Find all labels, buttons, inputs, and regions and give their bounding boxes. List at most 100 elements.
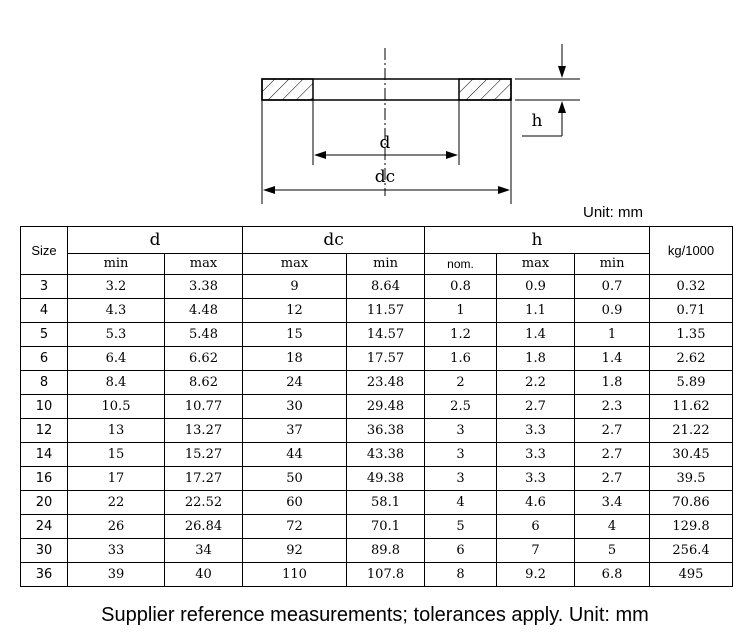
h-nom-cell: 8	[424, 562, 498, 587]
weight-cell: 129.8	[649, 514, 734, 539]
dc-min-cell: 29.48	[346, 394, 426, 419]
h-max-header: max	[496, 253, 576, 275]
size-cell: 5	[20, 322, 68, 347]
d-min-cell: 39	[67, 562, 165, 587]
d-max-cell: 26.84	[163, 514, 244, 539]
dc-max-cell: 60	[242, 490, 348, 515]
dc-min-cell: 58.1	[346, 490, 426, 515]
weight-cell: 39.5	[649, 466, 734, 491]
d-max-cell: 10.77	[163, 394, 244, 419]
h-min-cell: 1.8	[574, 370, 651, 395]
h-nom-cell: 4	[424, 490, 498, 515]
h-min-header: min	[574, 253, 651, 275]
unit-label: Unit: mm	[583, 204, 643, 221]
arrowhead	[498, 186, 510, 194]
dc-min-cell: 14.57	[346, 322, 426, 347]
dc-max-cell: 110	[242, 562, 348, 587]
d-min-cell: 26	[67, 514, 165, 539]
h-nom-cell: 3	[424, 418, 498, 443]
weight-header: kg/1000	[649, 226, 734, 275]
h-nom-cell: 0.8	[424, 274, 498, 299]
h-min-cell: 3.4	[574, 490, 651, 515]
table-sub-header-row: min max max min nom. max min	[21, 253, 733, 275]
h-min-cell: 4	[574, 514, 651, 539]
d-min-cell: 15	[67, 442, 165, 467]
h-max-cell: 1.4	[496, 322, 576, 347]
dc-min-cell: 17.57	[346, 346, 426, 371]
dc-min-cell: 49.38	[346, 466, 426, 491]
dc-max-cell: 37	[242, 418, 348, 443]
dc-max-cell: 44	[242, 442, 348, 467]
arrowhead	[558, 66, 566, 78]
dc-min-cell: 70.1	[346, 514, 426, 539]
size-cell: 10	[20, 394, 68, 419]
h-nom-cell: 1	[424, 298, 498, 323]
h-nom-cell: 3	[424, 442, 498, 467]
h-max-cell: 3.3	[496, 418, 576, 443]
h-max-cell: 4.6	[496, 490, 576, 515]
weight-cell: 30.45	[649, 442, 734, 467]
h-max-cell: 7	[496, 538, 576, 563]
dc-max-cell: 12	[242, 298, 348, 323]
h-dimension-label: h	[532, 111, 543, 131]
h-max-cell: 1.8	[496, 346, 576, 371]
d-min-cell: 8.4	[67, 370, 165, 395]
weight-cell: 0.32	[649, 274, 734, 299]
h-min-cell: 2.7	[574, 418, 651, 443]
dc-max-cell: 15	[242, 322, 348, 347]
washer-cross-section-diagram: d dc h	[261, 44, 580, 204]
size-cell: 14	[20, 442, 68, 467]
d-min-cell: 5.3	[67, 322, 165, 347]
arrowhead	[263, 186, 275, 194]
d-group-header: d	[66, 226, 244, 254]
d-min-cell: 10.5	[67, 394, 165, 419]
arrowhead	[558, 101, 566, 113]
d-min-header: min	[67, 253, 165, 275]
weight-cell: 495	[649, 562, 734, 587]
weight-cell: 2.62	[649, 346, 734, 371]
d-max-cell: 34	[163, 538, 244, 563]
dc-max-cell: 72	[242, 514, 348, 539]
weight-cell: 5.89	[649, 370, 734, 395]
size-cell: 16	[20, 466, 68, 491]
h-nom-cell: 2.5	[424, 394, 498, 419]
size-cell: 12	[20, 418, 68, 443]
d-min-cell: 22	[67, 490, 165, 515]
d-max-cell: 17.27	[163, 466, 244, 491]
dc-max-header: max	[242, 253, 348, 275]
caption: Supplier reference measurements; toleran…	[101, 604, 649, 626]
size-cell: 20	[20, 490, 68, 515]
h-max-cell: 2.7	[496, 394, 576, 419]
weight-cell: 256.4	[649, 538, 734, 563]
h-min-cell: 1.4	[574, 346, 651, 371]
dc-max-cell: 92	[242, 538, 348, 563]
h-nom-header: nom.	[424, 253, 498, 275]
h-nom-cell: 1.2	[424, 322, 498, 347]
dc-max-cell: 18	[242, 346, 348, 371]
arrowhead	[314, 151, 326, 159]
h-max-cell: 6	[496, 514, 576, 539]
h-min-cell: 2.3	[574, 394, 651, 419]
dc-min-cell: 107.8	[346, 562, 426, 587]
d-max-cell: 4.48	[163, 298, 244, 323]
h-nom-cell: 1.6	[424, 346, 498, 371]
h-max-cell: 0.9	[496, 274, 576, 299]
weight-cell: 1.35	[649, 322, 734, 347]
dc-min-cell: 8.64	[346, 274, 426, 299]
arrowhead	[446, 151, 458, 159]
d-max-cell: 40	[163, 562, 244, 587]
d-dimension-label: d	[380, 133, 391, 153]
dc-min-cell: 43.38	[346, 442, 426, 467]
h-nom-cell: 3	[424, 466, 498, 491]
size-header: Size	[20, 226, 68, 275]
dc-max-cell: 30	[242, 394, 348, 419]
h-min-cell: 0.9	[574, 298, 651, 323]
